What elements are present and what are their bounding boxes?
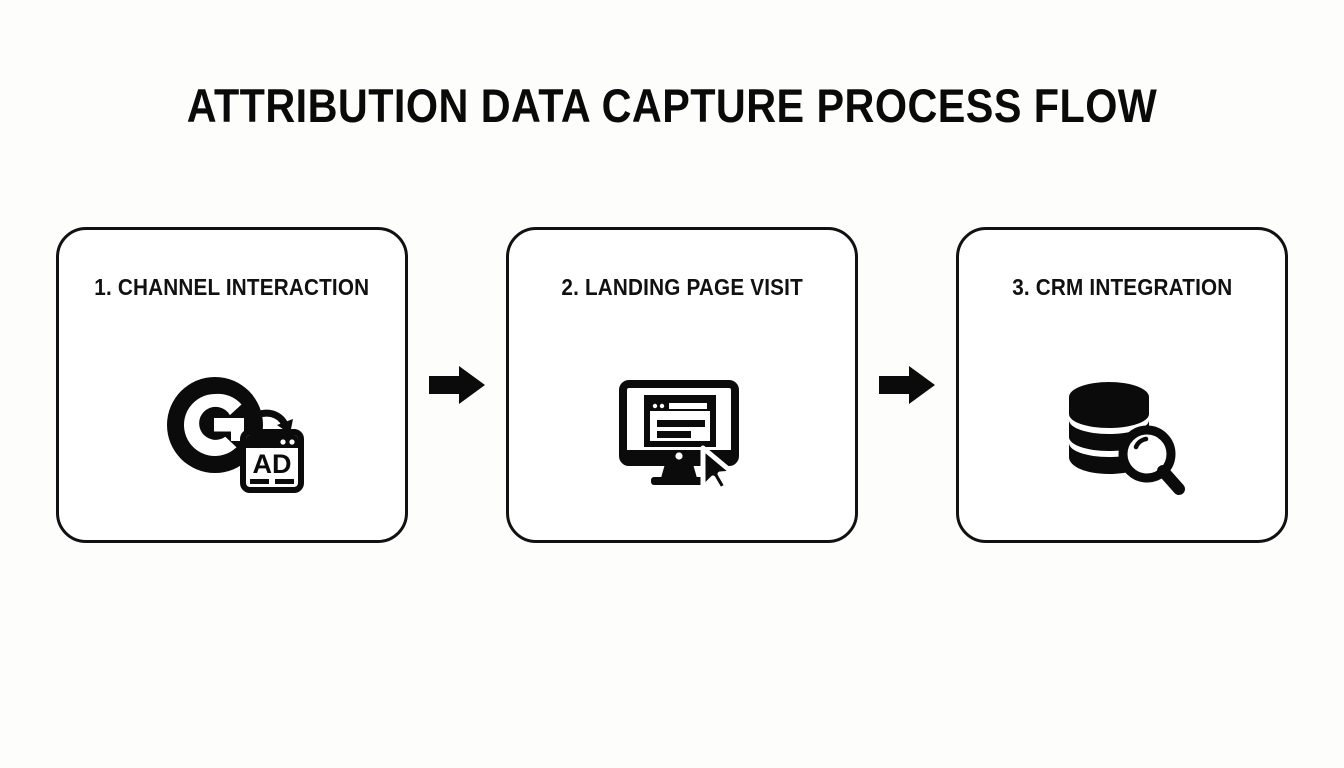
arrow-right-icon (429, 366, 485, 404)
process-step-icon-2 (509, 360, 855, 510)
process-step-label-1: 1. CHANNEL INTERACTION (94, 274, 370, 300)
process-step-label-3: 3. CRM INTEGRATION (1011, 274, 1233, 300)
database-search-icon (1068, 382, 1185, 495)
process-step-card-3[interactable]: 3. CRM INTEGRATION (956, 227, 1288, 543)
desktop-monitor-cursor-icon (619, 380, 739, 490)
ad-label: AD (253, 449, 292, 479)
process-step-card-2[interactable]: 2. LANDING PAGE VISIT (506, 227, 858, 543)
process-flow-row: 1. CHANNEL INTERACTION (56, 227, 1288, 543)
google-ad-click-icon: AD (167, 377, 304, 493)
process-step-label-2: 2. LANDING PAGE VISIT (561, 274, 803, 300)
process-step-card-1[interactable]: 1. CHANNEL INTERACTION (56, 227, 408, 543)
magnifying-glass (1118, 425, 1185, 495)
flow-connector-2 (879, 366, 935, 404)
google-g-logo (167, 377, 263, 473)
page-title: ATTRIBUTION DATA CAPTURE PROCESS FLOW (186, 79, 1158, 132)
arrow-right-icon (879, 366, 935, 404)
browser-window (644, 395, 716, 447)
process-step-icon-3 (959, 360, 1285, 510)
ad-browser-window: AD (240, 429, 304, 493)
process-step-icon-1: AD (59, 360, 405, 510)
mouse-cursor (700, 445, 736, 490)
flow-connector-1 (429, 366, 485, 404)
